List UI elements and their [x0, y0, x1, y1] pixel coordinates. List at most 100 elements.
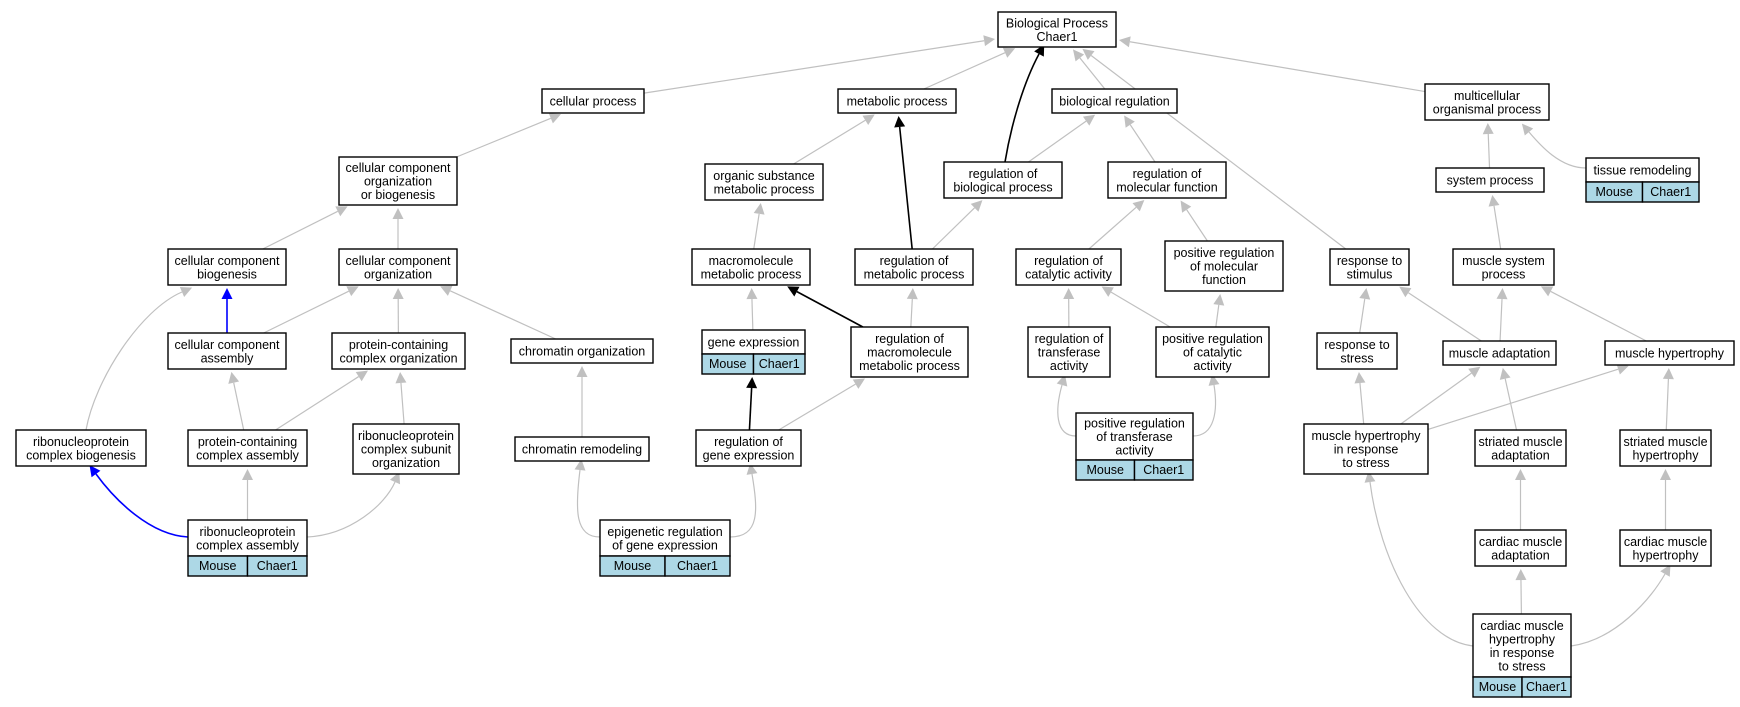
edge-line	[1665, 378, 1670, 431]
edge-line	[923, 52, 1006, 90]
edge-arrowhead	[1540, 286, 1554, 297]
edge-prca-to-prmf	[1213, 293, 1225, 328]
edge-arrowhead	[228, 371, 240, 384]
node-box	[1303, 423, 1429, 475]
node-label-line: protein-containing	[349, 338, 448, 352]
node-label-line: activity	[1050, 359, 1089, 373]
node-label-line: regulation of	[714, 435, 783, 449]
node-label-line: metabolic process	[864, 267, 965, 281]
node-box	[187, 429, 308, 467]
edge-cmhrs-to-cmh	[1570, 564, 1671, 647]
node-label-line: cellular process	[550, 95, 637, 109]
go-term-node-sp[interactable]: system process	[1435, 167, 1545, 193]
go-term-node-br[interactable]: biological regulation	[1051, 88, 1178, 114]
edge-arrowhead	[1082, 48, 1095, 60]
edge-line	[1090, 54, 1347, 250]
edge-smh-to-mh	[1662, 367, 1674, 431]
node-box	[510, 338, 654, 364]
node-label-line: ribonucleoprotein	[200, 525, 296, 539]
edge-arrowhead	[1515, 469, 1526, 480]
edge-msp-to-sp	[1488, 194, 1502, 250]
edge-line	[1369, 481, 1474, 647]
node-label-line: activity	[1193, 359, 1232, 373]
edge-rtst-to-rts	[1359, 287, 1371, 334]
edge-rca2-to-rcso	[306, 471, 401, 538]
gene-badge	[664, 555, 731, 577]
node-label-line: multicellular	[1454, 89, 1520, 103]
edge-line	[275, 376, 360, 431]
edge-line	[1493, 205, 1502, 250]
go-term-node-mp[interactable]: metabolic process	[837, 88, 957, 114]
node-label-line: system process	[1447, 174, 1534, 188]
go-term-node-ma[interactable]: muscle adaptation	[1442, 340, 1557, 366]
node-box	[695, 429, 802, 467]
node-label-line: cardiac muscle	[1624, 535, 1707, 549]
edge-arrowhead	[1488, 194, 1500, 207]
edge-arrowhead	[179, 286, 193, 298]
edge-cr-to-co	[576, 366, 588, 437]
go-term-node-cr[interactable]: chromatin remodeling	[514, 436, 650, 462]
go-term-node-mh[interactable]: muscle hypertrophy	[1604, 340, 1735, 366]
edge-line	[1129, 41, 1426, 93]
edge-arrowhead	[1364, 471, 1376, 483]
go-term-node-cp[interactable]: cellular process	[541, 88, 645, 114]
edge-arrowhead	[970, 200, 983, 212]
edge-mp-to-bp	[923, 47, 1016, 90]
node-label-line: regulation of	[1035, 332, 1104, 346]
edge-ge-to-mmp	[746, 287, 758, 331]
edge-rts-to-bp	[1082, 48, 1347, 250]
edge-arrowhead	[335, 206, 348, 217]
edge-line	[1487, 133, 1491, 169]
gene-label: Chaer1	[257, 559, 298, 573]
node-label-line: biological process	[953, 180, 1052, 194]
edge-pcco-to-cco	[392, 287, 404, 334]
edge-rge-to-rmmp	[778, 378, 865, 431]
edge-arrowhead	[576, 366, 588, 377]
edge-line	[729, 473, 757, 538]
edge-line	[1408, 292, 1482, 342]
node-label-line: to stress	[1498, 659, 1545, 673]
edge-arrowhead	[1124, 115, 1135, 128]
edge-cmh-to-smh	[1660, 469, 1671, 530]
go-term-node-co[interactable]: chromatin organization	[510, 338, 654, 364]
node-box	[352, 423, 460, 475]
node-label-line: in response	[1490, 646, 1555, 660]
